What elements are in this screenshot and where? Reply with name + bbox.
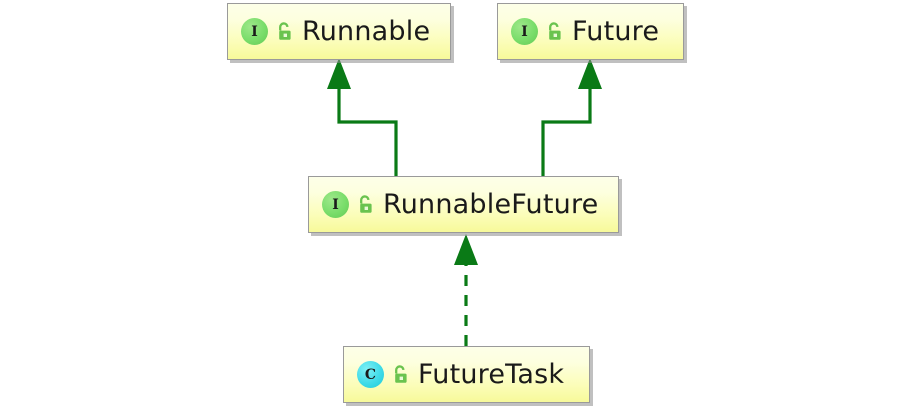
interface-badge-icon: I	[511, 18, 538, 45]
class-node-futuretask[interactable]: C FutureTask	[343, 346, 590, 403]
class-node-future[interactable]: I Future	[497, 3, 684, 60]
class-node-label: FutureTask	[418, 359, 565, 390]
class-node-label: Future	[572, 16, 660, 47]
class-node-runnablefuture[interactable]: I RunnableFuture	[308, 176, 619, 233]
interface-badge-icon: I	[241, 18, 268, 45]
class-node-label: Runnable	[302, 16, 431, 47]
edge-futuretask-implements-runnablefuture[interactable]	[454, 234, 478, 346]
edge-runnablefuture-extends-future[interactable]	[541, 58, 602, 178]
interface-badge-icon: I	[322, 191, 349, 218]
class-node-runnable[interactable]: I Runnable	[227, 3, 451, 60]
unlock-icon	[395, 364, 407, 383]
unlock-icon	[549, 21, 561, 40]
unlock-icon	[279, 21, 291, 40]
edge-runnablefuture-extends-runnable[interactable]	[327, 58, 398, 178]
class-badge-icon: C	[357, 361, 384, 388]
unlock-icon	[360, 194, 372, 213]
class-node-label: RunnableFuture	[383, 189, 599, 220]
